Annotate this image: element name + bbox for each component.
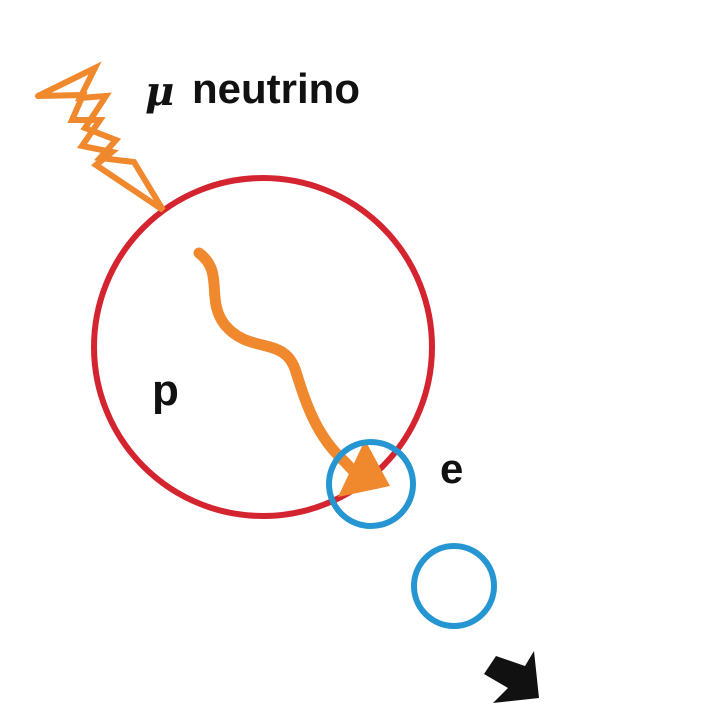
track-arrowhead	[338, 440, 390, 497]
arrow-down-right-icon	[484, 651, 539, 703]
proton-circle	[91, 175, 435, 519]
electron-label: e	[440, 445, 463, 492]
neutrino-symbol: μ	[145, 68, 174, 115]
neutrino-track	[193, 247, 366, 484]
lightning-bolt-icon	[35, 61, 166, 213]
neutrino-label: neutrino	[192, 65, 360, 112]
electron-outgoing-circle	[411, 543, 497, 629]
proton-label: p	[152, 366, 179, 415]
electron-circle	[326, 439, 416, 529]
